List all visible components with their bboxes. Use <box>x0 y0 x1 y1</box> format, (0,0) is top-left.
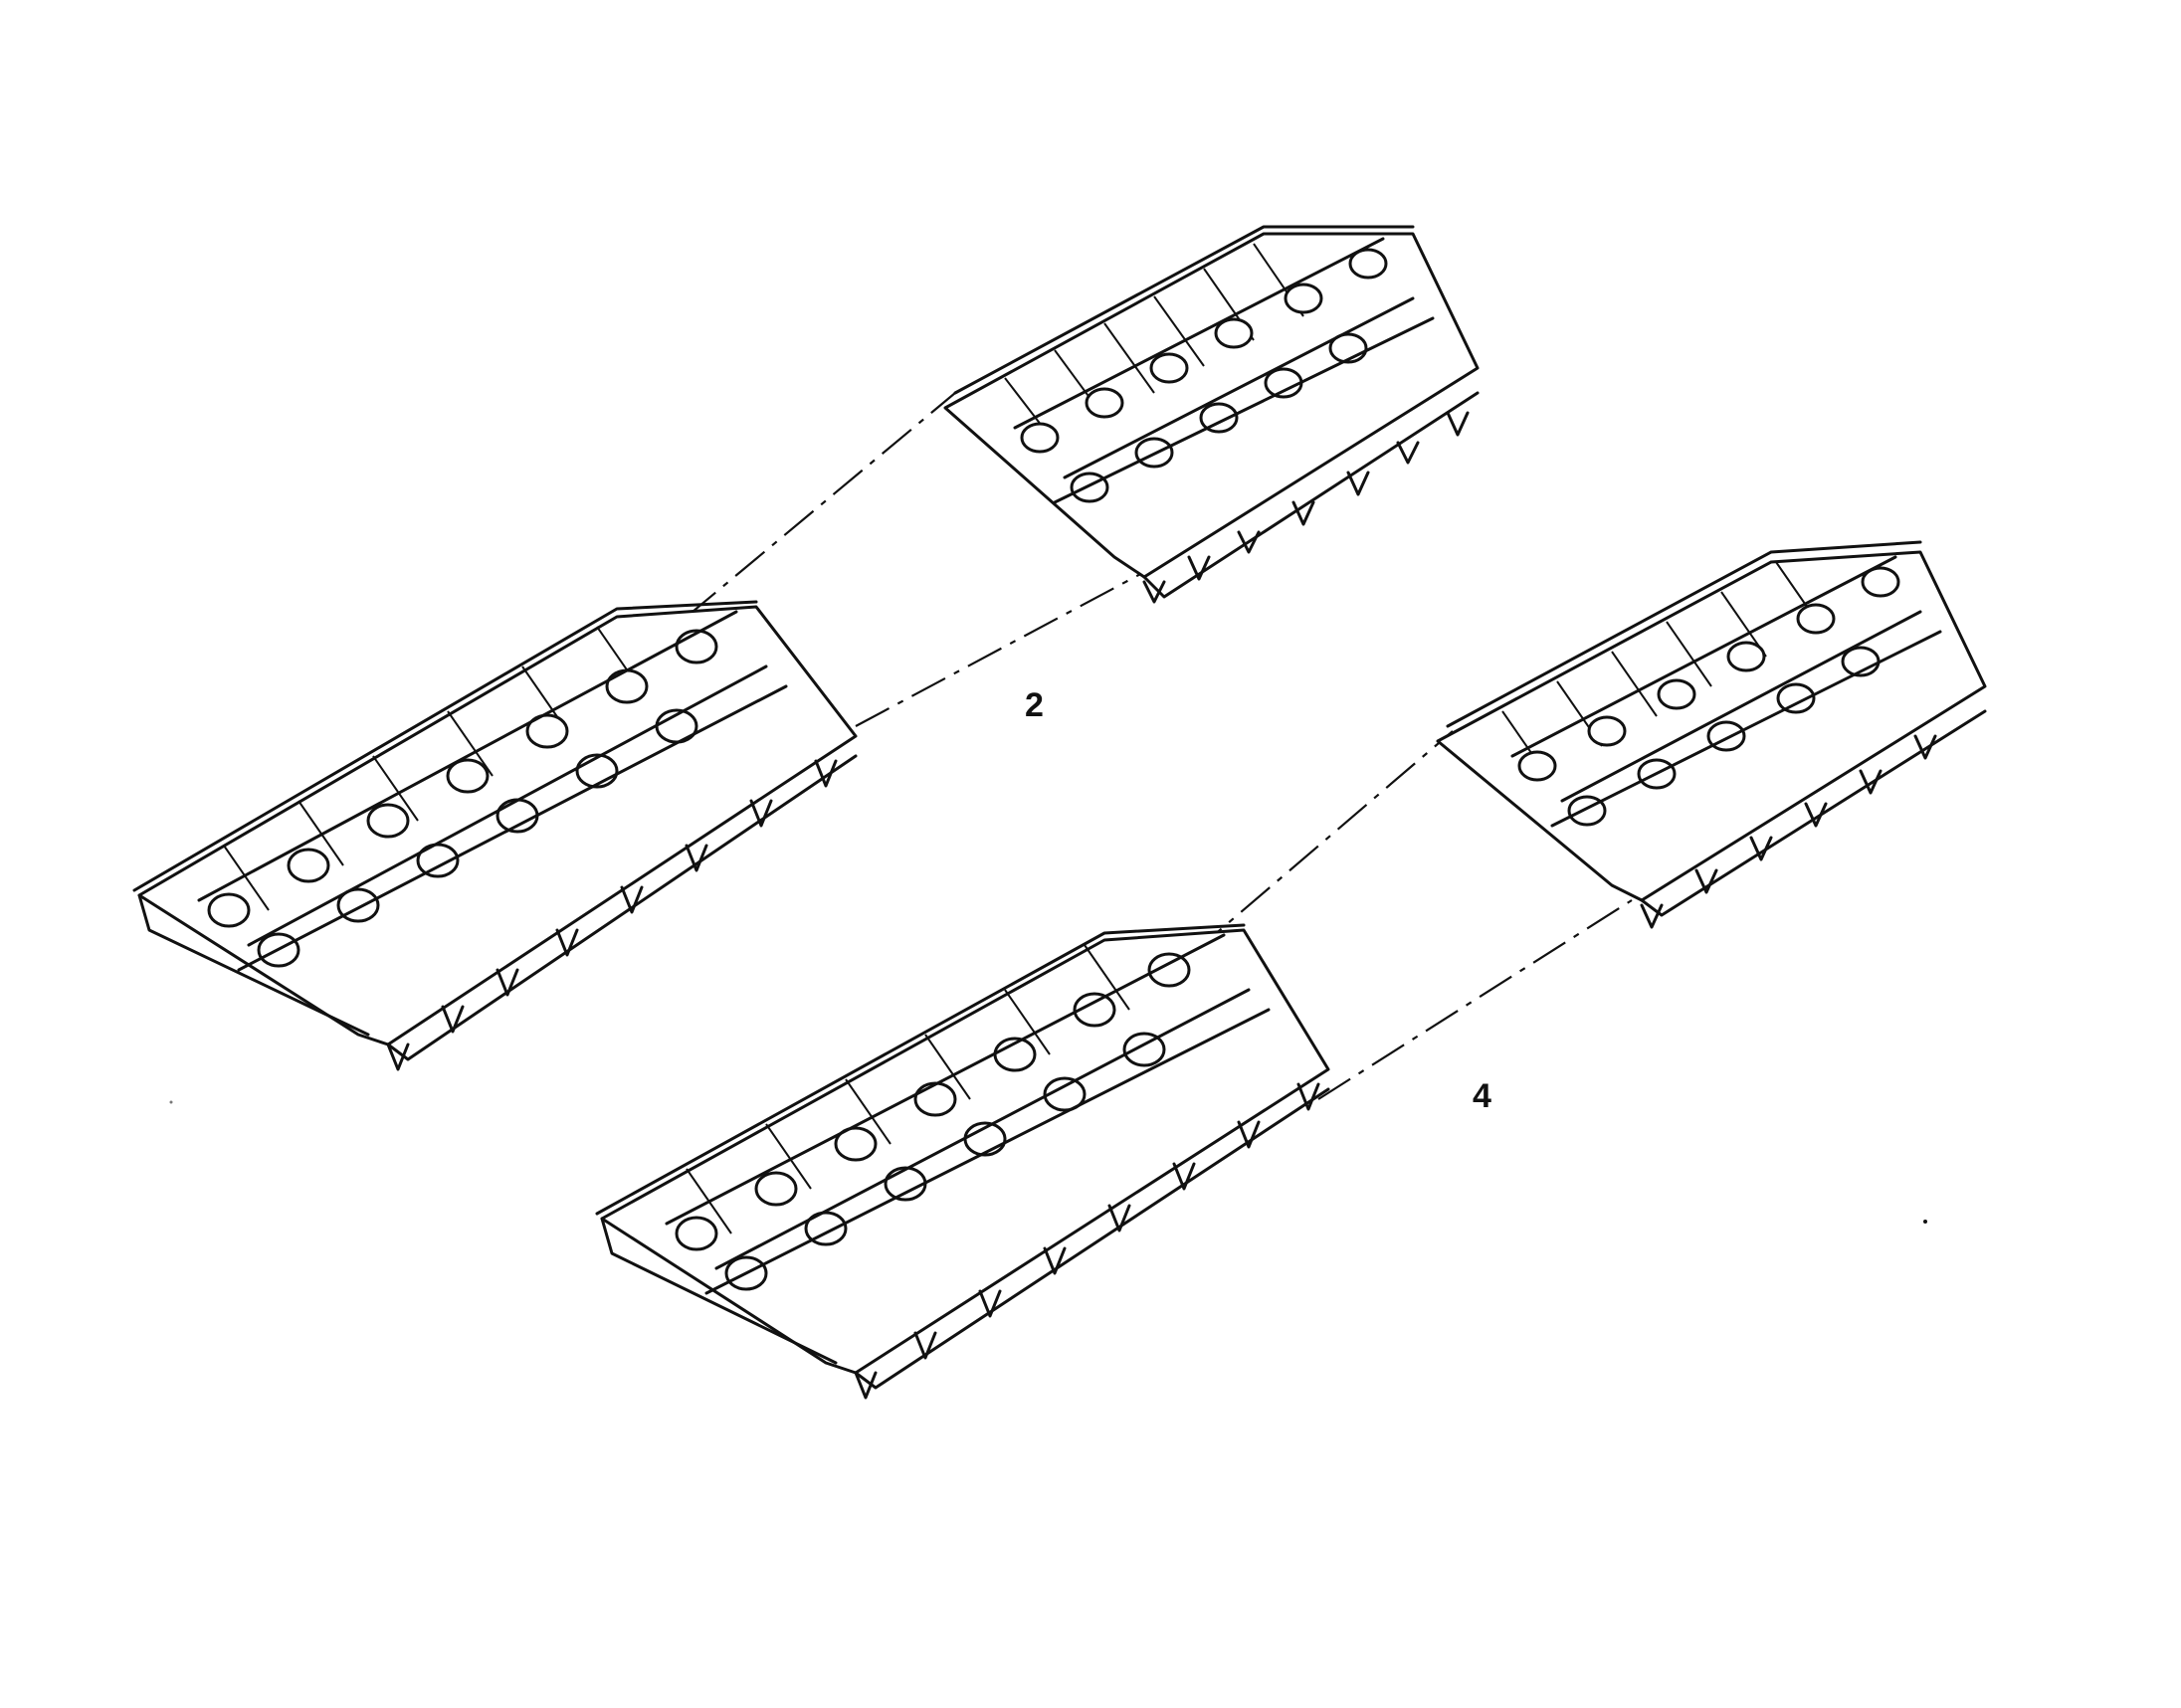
upper-phantom-line-bottom <box>855 571 1145 727</box>
callout-number-upper: 2 <box>1025 686 1044 724</box>
upper-track-section <box>132 225 1480 1071</box>
upper-left-track-block <box>132 600 858 1071</box>
lower-right-track-block <box>1436 540 1987 929</box>
upper-phantom-line-top <box>686 392 956 618</box>
lower-phantom-line-bottom <box>1317 899 1633 1100</box>
lower-left-track-block <box>595 923 1330 1400</box>
lower-track-section <box>595 540 1987 1400</box>
upper-right-track-block <box>943 225 1480 604</box>
speck <box>1923 1220 1927 1224</box>
speck <box>169 1100 173 1104</box>
callout-number-lower: 4 <box>1473 1077 1491 1115</box>
